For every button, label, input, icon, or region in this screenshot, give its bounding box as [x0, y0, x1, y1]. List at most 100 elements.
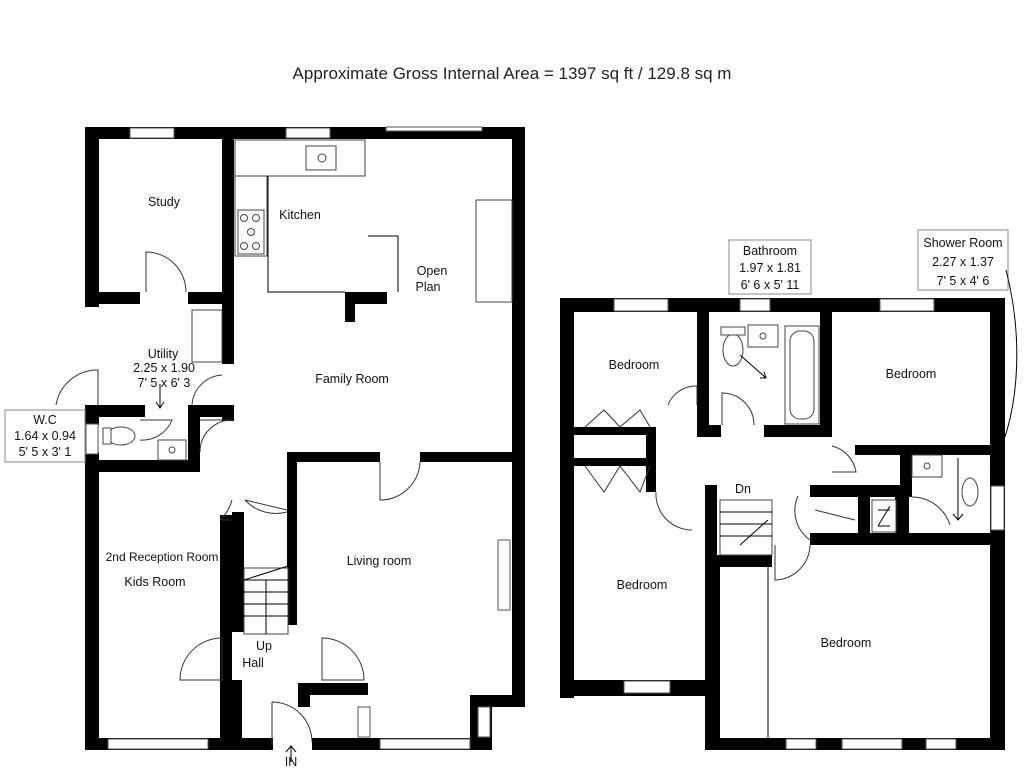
cabinet — [475, 199, 513, 303]
door-shower — [814, 509, 856, 521]
area-title: Approximate Gross Internal Area = 1397 s… — [293, 64, 732, 83]
arrow-icon — [739, 354, 767, 379]
wardrobe-bed3 — [584, 465, 651, 494]
gf-wall-wc-right — [188, 417, 200, 472]
room-label-bathroom: Bathroom — [743, 244, 797, 258]
gf-wall-wc-bottom — [99, 460, 199, 472]
room-label-bedroom-1: Bedroom — [609, 358, 660, 372]
wardrobe-bed1 — [584, 409, 651, 428]
arrow-icon — [155, 384, 165, 409]
room-label-open: Open — [417, 264, 448, 278]
window — [785, 738, 817, 750]
gf-wall-utility-stub — [222, 405, 234, 421]
door-hall-right — [321, 637, 365, 681]
room-dim-shower-metric: 2.27 x 1.37 — [932, 255, 994, 269]
window — [129, 127, 175, 139]
ff-wall-ensuite-top — [900, 445, 990, 455]
shower-icon — [877, 505, 891, 527]
room-dim-bathroom-metric: 1.97 x 1.81 — [739, 261, 801, 275]
window — [285, 127, 331, 139]
toilet-cistern-icon — [720, 326, 746, 336]
door-bed2 — [831, 445, 857, 473]
gf-wall-living-top-b — [420, 452, 520, 462]
door-kids — [219, 499, 233, 521]
wc-callout-box — [4, 409, 86, 463]
gf-wall-porch-side — [298, 683, 310, 707]
door-hall — [244, 499, 288, 514]
door-ensuite — [911, 496, 951, 526]
entrance-label: IN — [285, 755, 298, 768]
room-dim-wc-imperial: 5' 5 x 3' 1 — [19, 445, 72, 459]
stairs-down-label: Dn — [735, 482, 751, 496]
door-wc — [199, 419, 233, 453]
kitchen-island-outline — [267, 176, 345, 293]
ground-floor: Study Kitchen Open Plan Utility 2.25 x 1… — [4, 126, 525, 768]
room-dim-shower-imperial: 7' 5 x 4' 6 — [937, 274, 990, 288]
room-label-plan: Plan — [415, 280, 440, 294]
door-front — [271, 701, 313, 745]
basin-drain-icon — [168, 446, 176, 454]
toilet-icon — [722, 333, 744, 367]
kitchen-counter — [234, 139, 366, 177]
gf-wall-kitchen-pen2 — [345, 292, 355, 322]
window — [477, 706, 491, 738]
hob-ring-icon — [252, 242, 260, 250]
ff-wall-step — [705, 680, 720, 750]
stairs-up-label: Up — [256, 639, 272, 653]
toilet-icon — [961, 477, 979, 507]
gf-wall-left-upper — [85, 127, 99, 307]
gf-wall-right-upper — [512, 127, 525, 297]
hob-ring-icon — [240, 242, 248, 250]
window — [107, 738, 209, 750]
callout-leader-line — [989, 269, 1018, 471]
gf-wall-utility-right — [222, 304, 234, 364]
room-label-bedroom-3: Bedroom — [617, 578, 668, 592]
room-dim-wc-metric: 1.64 x 0.94 — [14, 429, 76, 443]
room-dim-utility-imperial: 7' 5 x 6' 3 — [138, 376, 191, 390]
ff-wall-bed3-top — [574, 458, 654, 466]
gf-wall-left-wc2 — [85, 452, 99, 464]
door-utility-exterior — [55, 369, 99, 406]
kitchen-island-outline — [368, 235, 399, 292]
door-bed4 — [774, 544, 811, 581]
gf-wall-hall-left — [220, 680, 242, 750]
ff-wall-bed1-bottom — [574, 427, 654, 435]
door-hall-left — [179, 637, 223, 681]
room-label-reception: 2nd Reception Room — [106, 550, 219, 564]
shower-callout-box — [917, 229, 1009, 291]
ff-wall-bath-bottom-a — [697, 425, 721, 437]
stairs-down — [719, 499, 773, 556]
gf-wall-study-bottom-b — [188, 292, 234, 304]
door-bed1 — [667, 385, 698, 406]
door-wc-inner — [139, 419, 173, 441]
entrance-arrow-icon — [285, 745, 297, 762]
window — [623, 680, 671, 694]
room-label-kitchen: Kitchen — [279, 208, 321, 222]
window — [990, 485, 1005, 531]
window — [85, 423, 99, 455]
stairs-up — [243, 565, 289, 635]
window — [357, 706, 371, 738]
ff-wall-stair-bottom — [720, 555, 772, 567]
hob-ring-icon — [240, 214, 248, 222]
ff-wall-ensuite-top-b — [855, 445, 900, 455]
ff-wall-shower-right — [895, 497, 909, 542]
ff-wall-bath-right — [820, 312, 832, 437]
room-dim-utility-metric: 2.25 x 1.90 — [133, 361, 195, 375]
shower-tray-icon — [871, 499, 897, 533]
window — [497, 539, 511, 611]
door-living — [379, 461, 421, 501]
basin-drain-icon — [759, 332, 767, 340]
door-bathroom — [721, 392, 755, 426]
ff-wall-bath-bottom-b — [764, 425, 830, 437]
first-floor: Bedroom Bedroom Bedroom Bedroom Dn Bathr… — [560, 229, 1018, 750]
ff-wall-landing-left — [646, 427, 656, 492]
window — [739, 298, 771, 312]
window — [925, 738, 957, 750]
ff-wall-ensuite-left — [900, 445, 912, 497]
gf-wall-kitchen-pen — [345, 292, 387, 304]
window — [379, 738, 471, 750]
room-dim-bathroom-imperial: 6' 6 x 5' 11 — [741, 278, 800, 292]
window — [385, 126, 483, 132]
gf-wall-left-lower — [85, 460, 99, 750]
